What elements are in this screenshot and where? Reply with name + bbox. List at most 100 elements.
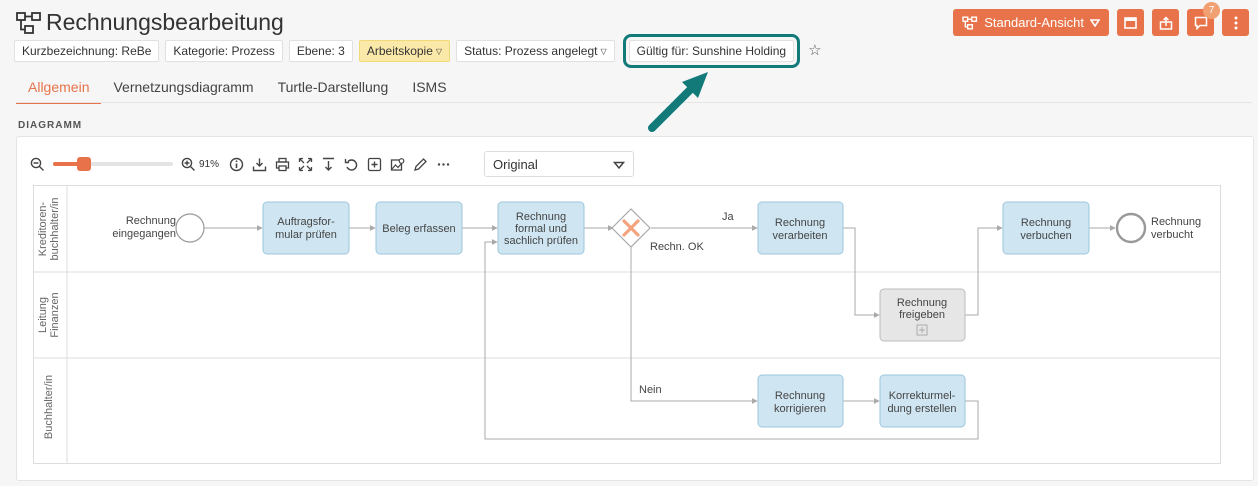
export-down-icon[interactable] [321, 157, 336, 172]
exclusive-gateway[interactable] [611, 208, 651, 248]
chip-working-copy-label: Arbeitskopie [366, 44, 433, 58]
sequence-flows [204, 225, 1116, 440]
chip-status[interactable]: Status: Prozess angelegt▽ [456, 40, 615, 62]
subprocess-approve-invoice[interactable]: Rechnung freigeben [879, 288, 966, 342]
zoom-slider-handle[interactable] [77, 157, 91, 171]
process-network-icon [16, 12, 41, 34]
zoom-slider-track [53, 162, 173, 166]
comment-icon [1194, 16, 1207, 30]
task-correct-invoice[interactable]: Rechnung korrigieren [757, 374, 844, 428]
metadata-chips: Kurzbezeichnung: ReBe Kategorie: Prozess… [14, 34, 822, 68]
add-element-icon[interactable] [367, 157, 382, 172]
zoom-slider[interactable] [53, 151, 173, 177]
diagram-toolbar: 91% [30, 151, 459, 177]
svg-text:Rechnung: Rechnung [126, 215, 176, 227]
bpmn-diagram[interactable]: Kreditoren- buchhalter/in Leitung Finanz… [33, 185, 1243, 465]
svg-text:Rechnung: Rechnung [775, 390, 825, 402]
share-button[interactable] [1152, 9, 1179, 36]
standard-view-label: Standard-Ansicht [984, 15, 1084, 30]
end-event-label: Rechnung verbucht [1151, 216, 1201, 241]
svg-text:Kreditoren-: Kreditoren- [37, 201, 49, 256]
task-book-invoice[interactable]: Rechnung verbuchen [1002, 201, 1090, 255]
print-icon[interactable] [275, 157, 290, 172]
chevron-down-icon [613, 161, 625, 170]
task-capture-receipt[interactable]: Beleg erfassen [375, 201, 463, 255]
process-network-icon [962, 15, 978, 30]
pen-icon[interactable] [413, 157, 428, 172]
svg-text:verbuchen: verbuchen [1020, 230, 1071, 242]
chip-status-label: Status: Prozess angelegt [464, 44, 598, 58]
task-check-order-form[interactable]: Auftragsfor- mular prüfen [262, 201, 350, 255]
more-vertical-icon [1234, 16, 1237, 29]
view-select-value: Original [493, 157, 538, 172]
svg-text:Beleg erfassen: Beleg erfassen [382, 223, 455, 235]
window-icon [1124, 16, 1137, 29]
gateway-label: Rechn. OK [650, 241, 704, 253]
task-process-invoice[interactable]: Rechnung verarbeiten [757, 201, 844, 255]
share-icon [1159, 15, 1172, 30]
svg-text:Rechnung: Rechnung [516, 211, 566, 223]
chip-level: Ebene: 3 [288, 40, 353, 62]
header-actions: Standard-Ansicht 7 [953, 2, 1249, 36]
zoom-slider-fill [53, 162, 87, 166]
tab-general[interactable]: Allgemein [16, 72, 102, 104]
zoom-out-icon[interactable] [30, 157, 45, 172]
svg-text:Korrekturmel-: Korrekturmel- [889, 390, 956, 402]
tab-isms[interactable]: ISMS [412, 79, 447, 95]
svg-text:Auftragsfor-: Auftragsfor- [277, 216, 335, 228]
caret-down-icon: ▽ [435, 47, 443, 56]
comments-button[interactable]: 7 [1187, 2, 1220, 36]
lane-label-accountant: Buchhalter/in [43, 375, 55, 439]
download-icon[interactable] [252, 157, 267, 172]
svg-text:eingegangen: eingegangen [112, 228, 176, 240]
window-button[interactable] [1117, 9, 1144, 36]
start-event[interactable] [175, 213, 205, 243]
view-select[interactable]: Original [484, 151, 634, 177]
tab-bar: Allgemein Vernetzungsdiagramm Turtle-Dar… [16, 72, 459, 104]
subprocess-expand-icon[interactable] [916, 324, 928, 336]
svg-text:formal und: formal und [515, 223, 567, 235]
more-menu-button[interactable] [1222, 9, 1249, 36]
lane-label-accounts-payable: Kreditoren- buchhalter/in [37, 198, 61, 261]
comment-count-badge: 7 [1203, 2, 1220, 19]
svg-text:Rechnung: Rechnung [1021, 217, 1071, 229]
fit-screen-icon[interactable] [298, 157, 313, 172]
caret-down-icon: ▽ [600, 47, 607, 56]
task-create-correction-notice[interactable]: Korrekturmel- dung erstellen [879, 374, 966, 428]
svg-text:korrigieren: korrigieren [774, 403, 826, 415]
zoom-level: 91% [199, 158, 220, 170]
section-heading: DIAGRAMM [18, 120, 83, 131]
page-title: Rechnungsbearbeitung [46, 9, 284, 35]
end-event[interactable] [1115, 212, 1147, 244]
caret-down-icon [1090, 18, 1100, 27]
svg-text:Rechnung: Rechnung [897, 297, 947, 309]
tab-divider [16, 102, 1252, 103]
svg-text:freigeben: freigeben [899, 309, 945, 321]
chip-working-copy[interactable]: Arbeitskopie▽ [358, 40, 451, 62]
svg-text:sachlich prüfen: sachlich prüfen [504, 235, 578, 247]
flow-label-yes: Ja [722, 211, 735, 223]
svg-text:verbucht: verbucht [1151, 229, 1193, 241]
svg-text:Buchhalter/in: Buchhalter/in [43, 375, 55, 439]
svg-text:Rechnung: Rechnung [1151, 216, 1201, 228]
more-horizontal-icon[interactable] [436, 157, 451, 172]
svg-text:buchhalter/in: buchhalter/in [49, 198, 61, 261]
chip-short-name: Kurzbezeichnung: ReBe [14, 40, 160, 62]
svg-text:mular prüfen: mular prüfen [275, 229, 337, 241]
task-check-invoice[interactable]: Rechnung formal und sachlich prüfen [497, 201, 585, 255]
tab-network-diagram[interactable]: Vernetzungsdiagramm [113, 79, 254, 95]
image-icon[interactable] [390, 157, 405, 172]
standard-view-button[interactable]: Standard-Ansicht [953, 9, 1109, 36]
flow-label-no: Nein [639, 384, 662, 396]
svg-text:verarbeiten: verarbeiten [772, 230, 827, 242]
undo-icon[interactable] [344, 157, 359, 172]
tab-turtle-view[interactable]: Turtle-Darstellung [277, 79, 389, 95]
zoom-in-icon[interactable] [181, 157, 196, 172]
svg-text:Leitung: Leitung [37, 297, 49, 333]
chip-valid-for[interactable]: Gültig für: Sunshine Holding [622, 34, 801, 68]
info-icon[interactable] [229, 157, 244, 172]
annotation-arrow-icon [648, 72, 708, 132]
start-event-label: Rechnung eingegangen [112, 215, 176, 240]
svg-text:Rechnung: Rechnung [775, 217, 825, 229]
star-icon[interactable]: ☆ [808, 42, 822, 59]
